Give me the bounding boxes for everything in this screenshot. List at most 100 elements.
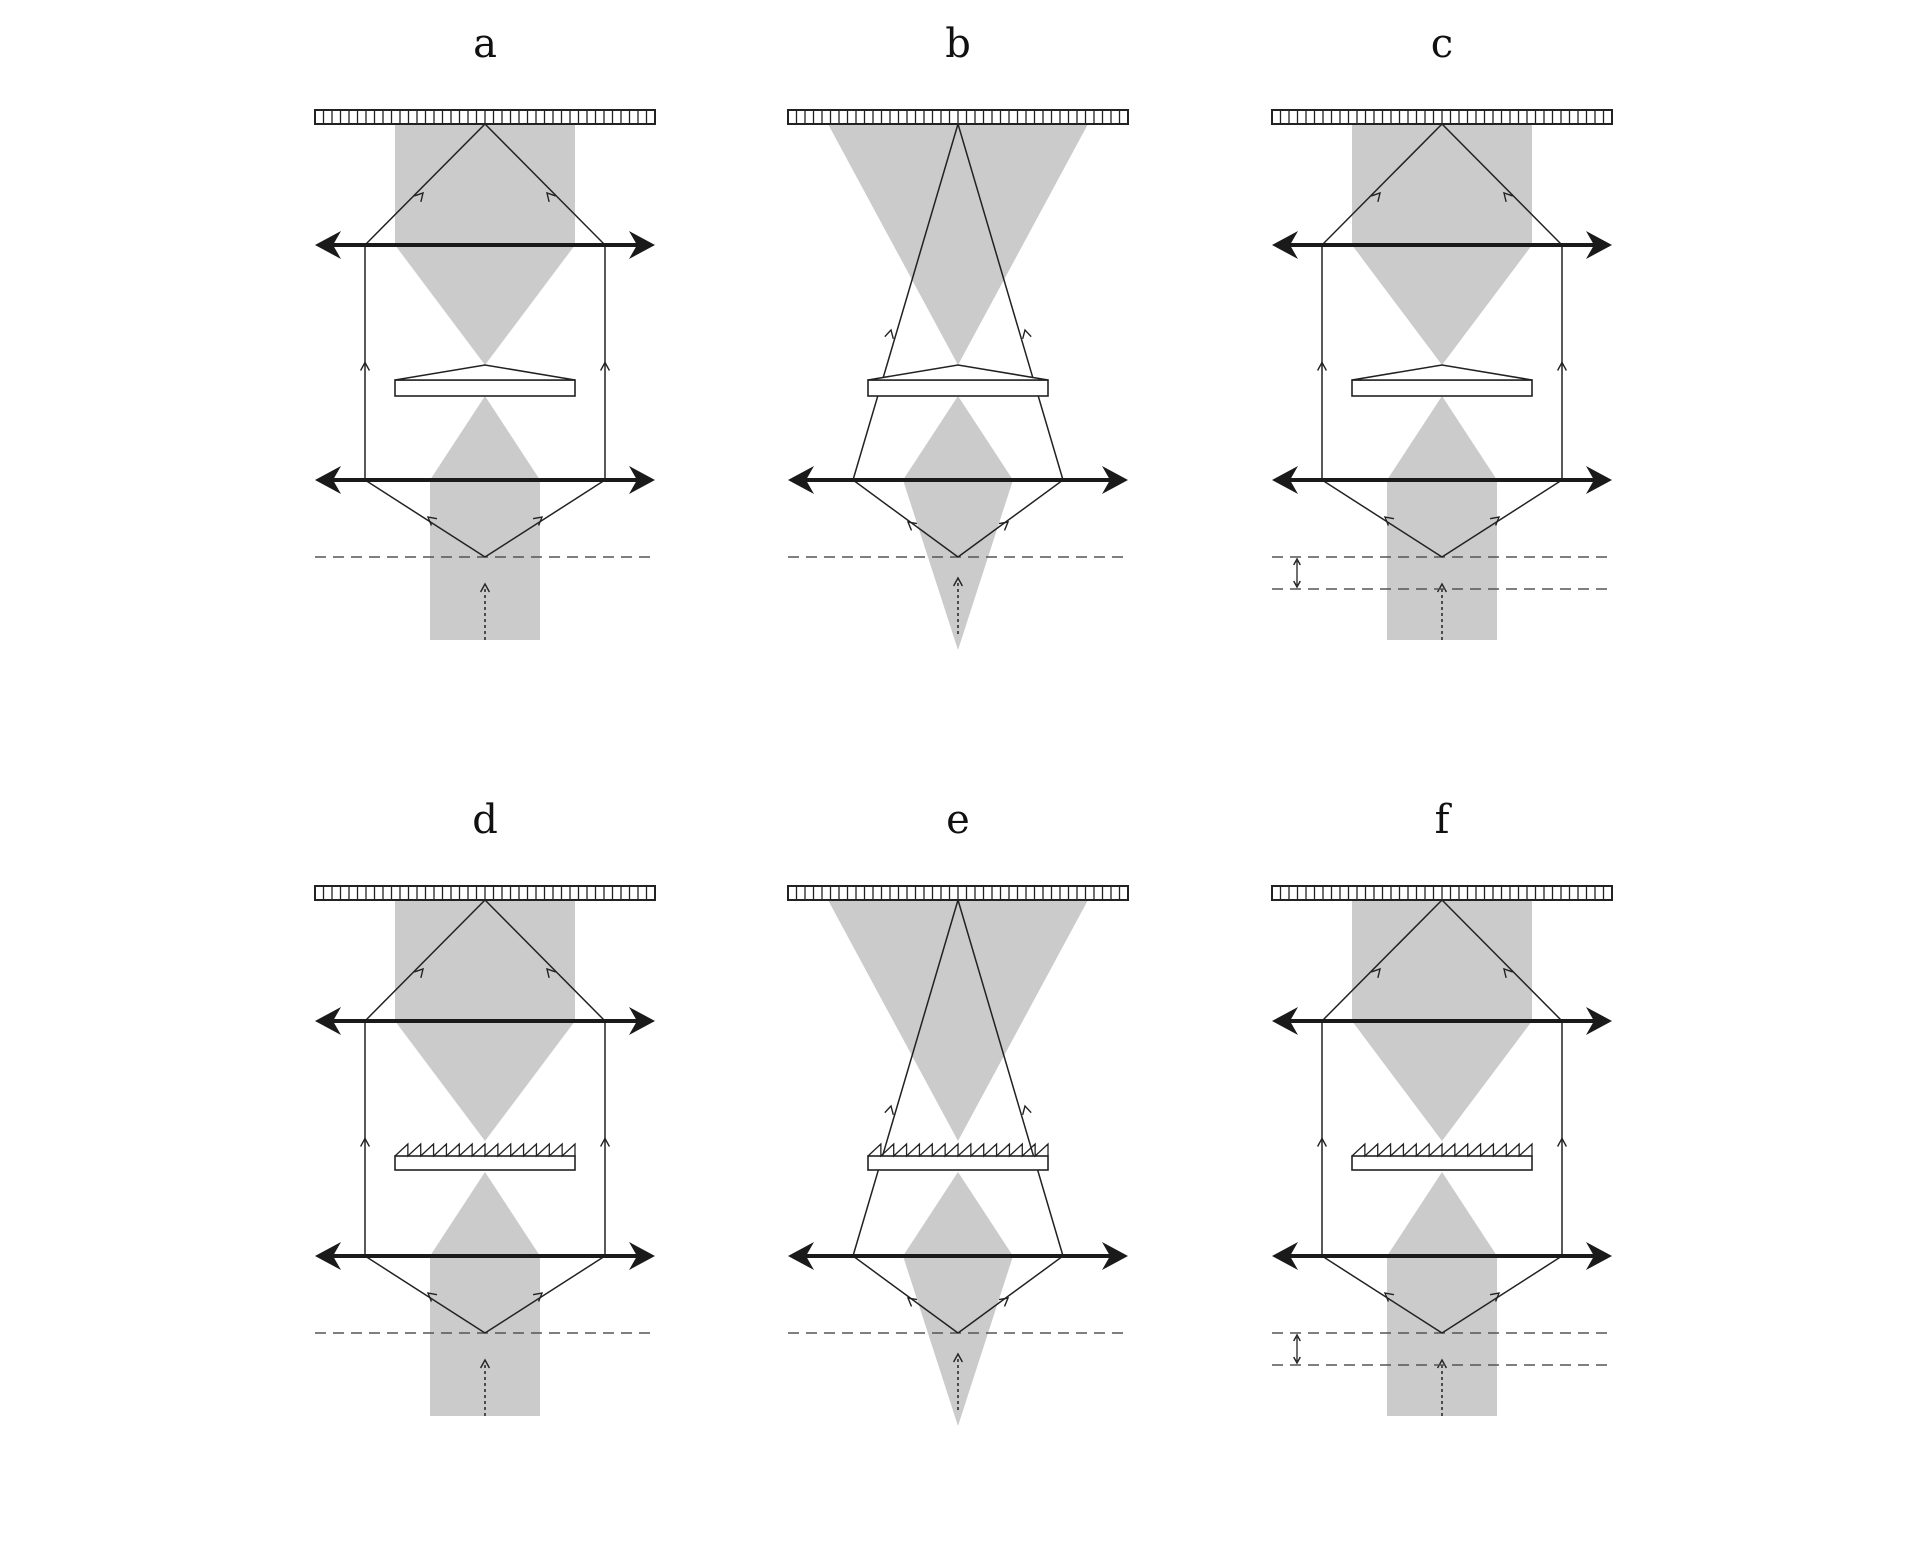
ray-arrow	[906, 521, 918, 531]
lens	[315, 1242, 655, 1270]
panel-label: f	[1435, 797, 1453, 843]
lens	[315, 1007, 655, 1035]
lens-arrowhead-right	[629, 231, 655, 259]
ray-arrow	[1383, 1292, 1395, 1302]
ray-arrow	[599, 361, 611, 371]
panel-a: a	[314, 21, 656, 640]
shift-arrowhead-down	[1293, 580, 1301, 589]
ray-arrow	[884, 328, 895, 340]
prism-apex	[867, 364, 1049, 381]
ray-arrow	[998, 521, 1010, 531]
detector-array	[314, 109, 656, 125]
ray-arrow	[599, 1137, 611, 1147]
lens-arrowhead-right	[629, 466, 655, 494]
beam-input	[430, 1256, 540, 1416]
ray-arrow	[532, 516, 544, 526]
panel-label: b	[945, 21, 971, 67]
ray-arrow	[1371, 967, 1381, 979]
beam-converging	[395, 1021, 575, 1141]
ray-arrow	[1556, 361, 1568, 371]
beam-diverging	[1387, 396, 1497, 480]
lens-arrowhead-right	[629, 1007, 655, 1035]
beam-upper	[395, 124, 575, 245]
ray-arrow	[1316, 1137, 1328, 1147]
lens-arrowhead-right	[629, 1242, 655, 1270]
ray-arrow	[1489, 1292, 1501, 1302]
lens-arrowhead-left	[315, 1242, 341, 1270]
beam-diverging	[1387, 1172, 1497, 1256]
ray-arrow	[414, 967, 424, 979]
lens	[1272, 231, 1612, 259]
grating-teeth	[1351, 1142, 1533, 1158]
prism-base	[1351, 379, 1533, 397]
lens-arrowhead-right	[1102, 466, 1128, 494]
ray-arrow	[1489, 516, 1501, 526]
lens	[1272, 1007, 1612, 1035]
grating	[1351, 1142, 1533, 1171]
beam-diverging	[430, 1172, 540, 1256]
panel-f: f	[1271, 797, 1613, 1416]
panel-label: a	[473, 21, 497, 67]
detector-array	[787, 109, 1129, 125]
prism	[867, 364, 1049, 397]
detector-array	[787, 885, 1129, 901]
lens-arrowhead-left	[1272, 231, 1298, 259]
ray-arrow	[1383, 516, 1395, 526]
beam-converging	[395, 245, 575, 365]
prism-base	[867, 379, 1049, 397]
lens	[315, 231, 655, 259]
input-arrowhead	[952, 1352, 964, 1363]
lens-arrowhead-right	[1586, 1242, 1612, 1270]
lens-arrowhead-left	[1272, 1007, 1298, 1035]
ray-arrow	[1556, 1137, 1568, 1147]
panel-label: c	[1431, 21, 1453, 67]
ray-arrow	[359, 1137, 371, 1147]
panel-e: e	[787, 797, 1129, 1426]
detector-array	[314, 885, 656, 901]
grating-teeth	[394, 1142, 576, 1158]
ray-arrow	[1371, 191, 1381, 203]
beam-input	[1387, 480, 1497, 640]
ray-arrow	[1316, 361, 1328, 371]
shift-arrowhead-down	[1293, 1356, 1301, 1365]
lens-arrowhead-left	[788, 466, 814, 494]
lens	[1272, 466, 1612, 494]
lens	[788, 1242, 1128, 1270]
lens-arrowhead-left	[315, 466, 341, 494]
lens-arrowhead-right	[1586, 466, 1612, 494]
prism	[394, 364, 576, 397]
lens-arrowhead-left	[1272, 1242, 1298, 1270]
lens	[1272, 1242, 1612, 1270]
panel-d: d	[314, 797, 656, 1416]
beam-upper	[828, 124, 1088, 365]
shift-arrowhead-up	[1293, 557, 1301, 566]
beam-converging	[1352, 245, 1532, 365]
grating-base	[1351, 1155, 1533, 1171]
ray-arrow	[1021, 1104, 1032, 1116]
ray-arrow	[414, 191, 424, 203]
beam-upper	[828, 900, 1088, 1141]
input-arrowhead	[952, 576, 964, 587]
beam-input	[1387, 1256, 1497, 1416]
grating	[867, 1142, 1049, 1171]
ray-arrow	[1021, 328, 1032, 340]
shift-arrowhead-up	[1293, 1333, 1301, 1342]
ray-arrow	[884, 1104, 895, 1116]
panel-label: e	[946, 797, 970, 843]
beam-upper	[1352, 900, 1532, 1021]
beam-upper	[395, 900, 575, 1021]
ray-arrow	[546, 191, 556, 203]
beam-converging	[1352, 1021, 1532, 1141]
lens	[315, 466, 655, 494]
lens-arrowhead-left	[315, 231, 341, 259]
ray-arrow	[426, 516, 438, 526]
prism-base	[394, 379, 576, 397]
beam-input	[903, 1256, 1013, 1426]
ray-arrow	[546, 967, 556, 979]
ray-arrow	[359, 361, 371, 371]
ray-arrow	[998, 1297, 1010, 1307]
ray-arrow	[906, 1297, 918, 1307]
lens-arrowhead-right	[1586, 1007, 1612, 1035]
grating-base	[394, 1155, 576, 1171]
